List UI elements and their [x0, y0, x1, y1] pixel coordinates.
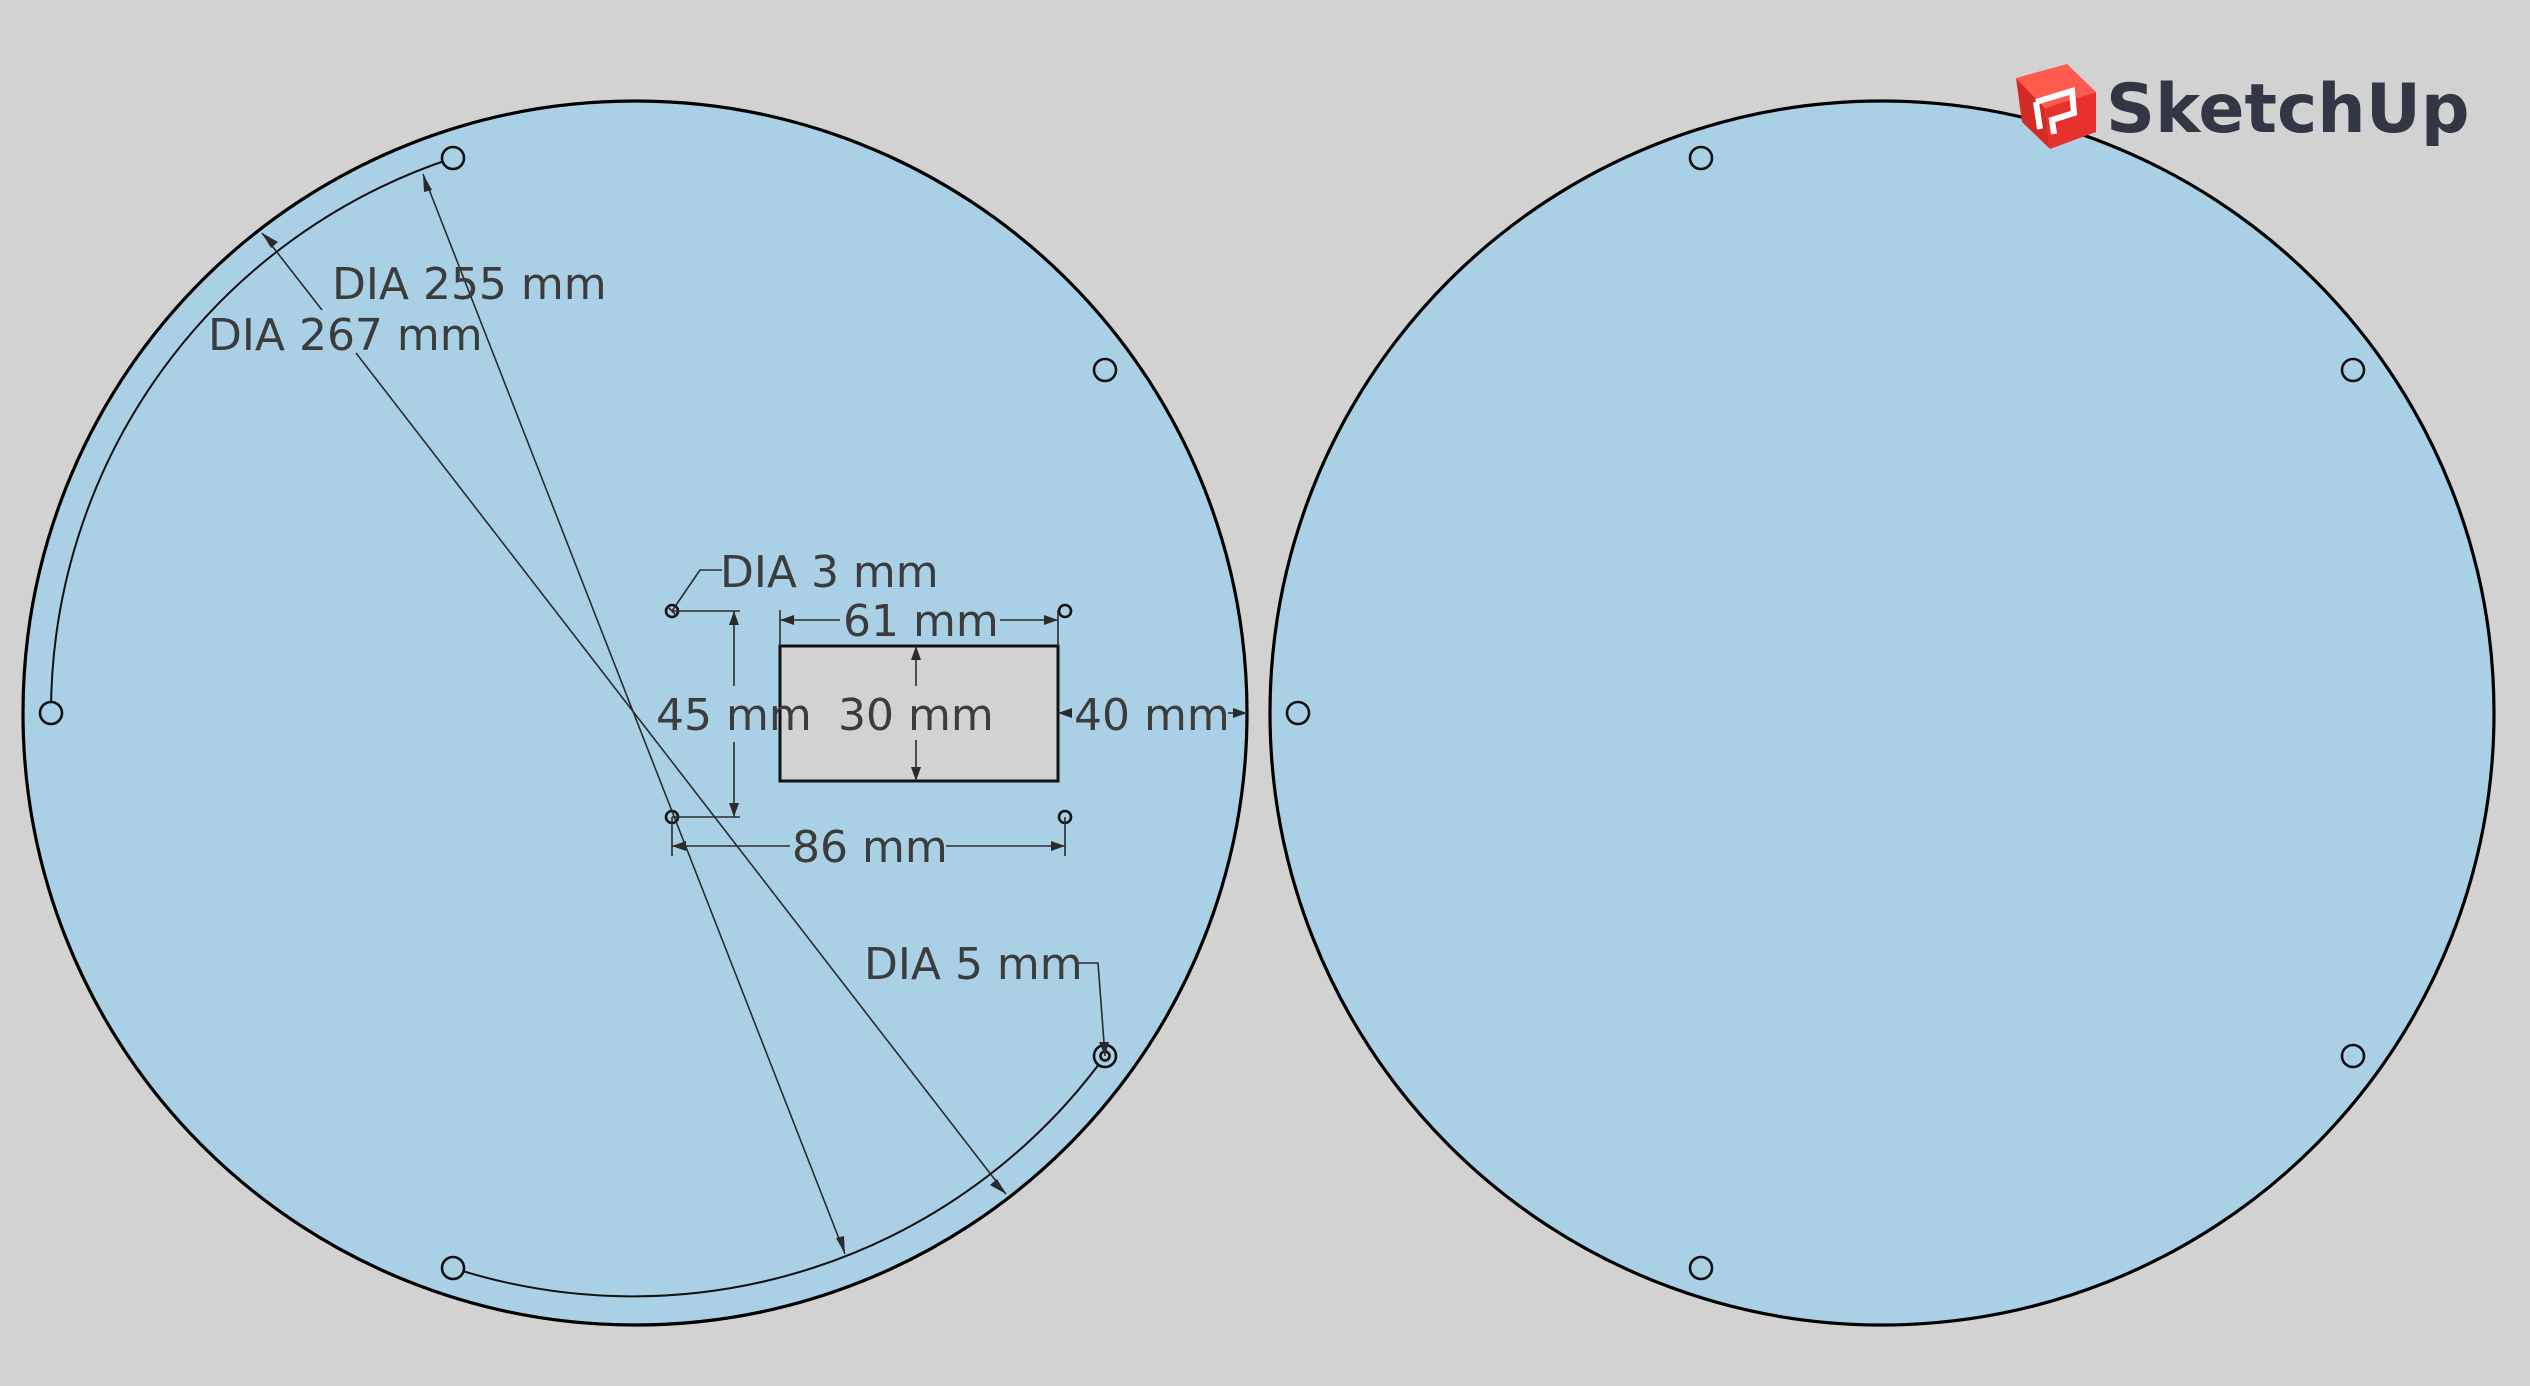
mount-hole[interactable]	[38, 700, 64, 726]
rect-cutout[interactable]	[778, 644, 1060, 783]
bolt-circle-arc-lower	[452, 1055, 1106, 1298]
dia-255-label: DIA 255 mm	[332, 259, 607, 310]
right-plate-outline[interactable]	[1268, 99, 2496, 1327]
slot-width-label: 61 mm	[843, 596, 999, 647]
dia-5-label: DIA 5 mm	[864, 939, 1083, 990]
dim-arrow	[729, 803, 739, 817]
dimension-dia-255: DIA 255 mm	[332, 173, 846, 1255]
dim-arrow	[780, 615, 794, 625]
mount-hole[interactable]	[2340, 357, 2366, 383]
bolt-circle-arc-upper	[50, 157, 454, 714]
dim-arrow	[911, 646, 921, 660]
dim-arrow	[1044, 615, 1058, 625]
dim-arrow	[729, 611, 739, 625]
mount-hole[interactable]	[1688, 1255, 1714, 1281]
mount-hole[interactable]	[1285, 700, 1311, 726]
edge-offset-label: 40 mm	[1074, 690, 1230, 741]
horizontal-spacing-label: 86 mm	[792, 822, 948, 873]
right-plate	[1268, 99, 2496, 1327]
dimension-40: 40 mm	[1058, 690, 1247, 741]
dim-arrow	[990, 1179, 1006, 1194]
dimension-61: 61 mm	[779, 596, 1059, 647]
slot-height-label: 30 mm	[838, 690, 994, 741]
vertical-spacing-label: 45 mm	[656, 690, 812, 741]
dim-arrow	[1233, 708, 1247, 718]
dim-arrow	[262, 233, 278, 248]
sketchup-logo: SketchUp	[2016, 64, 2470, 149]
dim-arrow	[836, 1236, 845, 1254]
dimension-30: 30 mm	[838, 646, 994, 781]
dim-arrow	[672, 841, 686, 851]
dia-3-label: DIA 3 mm	[720, 547, 939, 598]
dim-arrow	[423, 174, 432, 192]
left-plate: DIA 267 mm DIA 255 mm DIA 3 mm 61 mm	[21, 99, 1249, 1327]
logo-wordmark: SketchUp	[2106, 70, 2470, 149]
mount-hole[interactable]	[1092, 357, 1118, 383]
dimension-dia-5: DIA 5 mm	[864, 939, 1109, 1057]
dim-arrow	[1099, 1042, 1109, 1056]
dimension-dia-267: DIA 267 mm	[208, 232, 1007, 1195]
mount-hole[interactable]	[440, 1255, 466, 1281]
sketchup-logo-icon	[2016, 64, 2096, 149]
dia-267-label: DIA 267 mm	[208, 310, 483, 361]
small-hole[interactable]	[1057, 603, 1073, 619]
dimension-dia-3: DIA 3 mm	[671, 547, 939, 612]
mount-hole[interactable]	[1688, 145, 1714, 171]
dimension-45: 45 mm	[656, 610, 812, 818]
dim-arrow	[1058, 708, 1072, 718]
dim-arrow	[911, 767, 921, 781]
dim-arrow	[1051, 841, 1065, 851]
mount-hole[interactable]	[440, 145, 466, 171]
dimension-86: 86 mm	[671, 817, 1066, 873]
mount-hole[interactable]	[2340, 1043, 2366, 1069]
